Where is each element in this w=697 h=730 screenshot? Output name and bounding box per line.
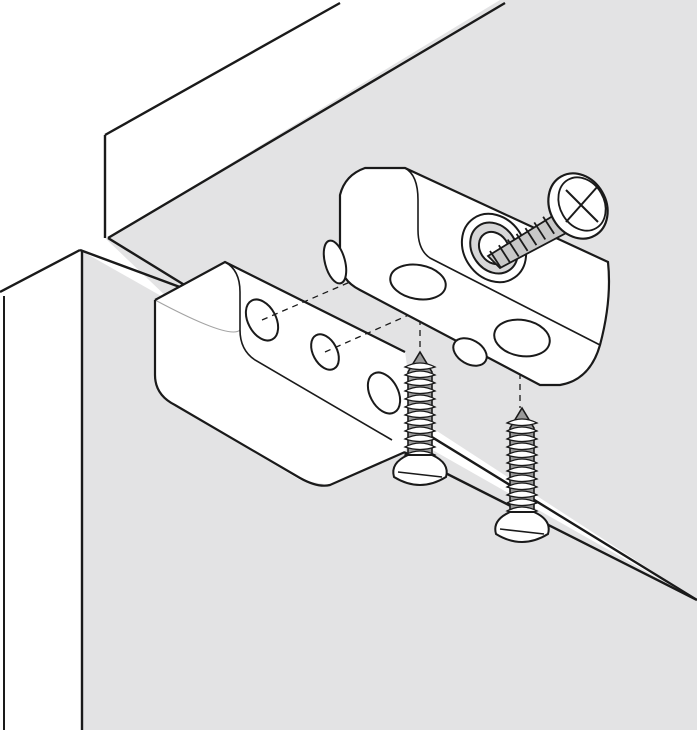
screw-thread [403,362,437,371]
connecting-bolt [486,172,609,270]
screw-thread [403,442,437,451]
screw-thread [505,498,539,507]
bolt-thread [489,250,502,269]
bolt-thread [542,216,555,235]
block-hole-upper-1 [389,263,447,301]
screw-thread [403,402,437,411]
screw-thread [403,418,437,427]
screw-thread [505,482,539,491]
screw-thread [505,434,539,443]
bolt-thread [515,233,529,252]
screw-thread [505,466,539,475]
screw-thread [505,490,539,499]
screw-thread [505,450,539,459]
bolt-thread [533,221,547,240]
screw-thread [505,474,539,483]
screw-thread [403,370,437,379]
screw-thread [403,410,437,419]
screw-slot [499,528,545,535]
bolt-thread [524,227,538,246]
screw-thread [403,378,437,387]
screw-head [494,511,550,543]
screw-thread [403,394,437,403]
connector-block-upper [322,166,611,387]
screw-thread [505,418,539,427]
screw-head [392,454,448,486]
bolt-thread [498,244,511,263]
screw-thread [403,434,437,443]
block-hole-3 [366,371,402,415]
bolt-thread [506,239,520,258]
block-hole-upper-2 [493,318,551,358]
wood-screw-left [392,350,448,486]
screw-thread [403,426,437,435]
screw-thread [403,386,437,395]
screw-thread [505,426,539,435]
wood-screw-right [494,406,550,543]
screw-slot [397,471,443,478]
screw-thread [505,458,539,467]
screw-thread [505,442,539,451]
